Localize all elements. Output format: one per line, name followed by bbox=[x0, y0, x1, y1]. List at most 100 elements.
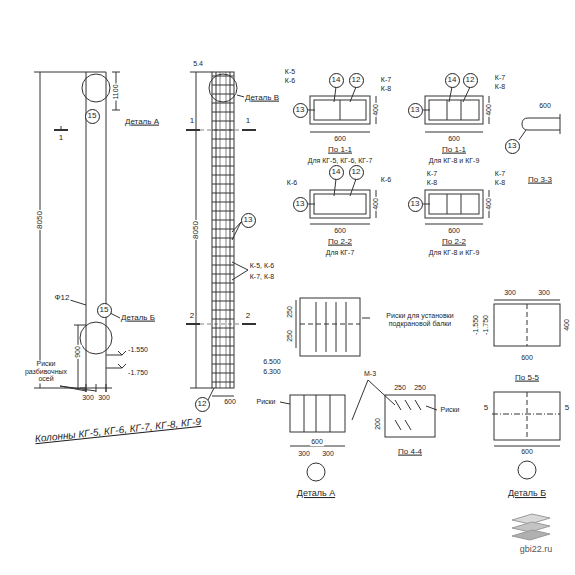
dimension-label: Деталь Б bbox=[507, 489, 547, 499]
dimension-label: 1 bbox=[189, 117, 195, 126]
callout-number: 12 bbox=[466, 76, 475, 84]
dimension-label: К-8 bbox=[494, 179, 506, 187]
dimension-label: Риски bbox=[255, 398, 276, 406]
callout-circle: 13 bbox=[241, 213, 256, 228]
dimension-label: М-3 bbox=[363, 370, 377, 378]
dimension-label: Риски разбивочных осей bbox=[17, 360, 75, 383]
dimension-label: 900 bbox=[74, 345, 82, 359]
dimension-label: К-8 bbox=[380, 85, 392, 93]
dimension-label: По 4-4 bbox=[397, 448, 423, 457]
dimension-label: 400 bbox=[372, 103, 380, 117]
dimension-label: 600 bbox=[520, 448, 534, 456]
dimension-label: Деталь В bbox=[244, 94, 280, 103]
dimension-label: К-7 bbox=[494, 170, 506, 178]
dimension-label: По 3-3 bbox=[527, 176, 553, 185]
dimension-label: 5.4 bbox=[192, 60, 204, 68]
callout-number: 12 bbox=[198, 400, 207, 408]
callout-circle: 12 bbox=[195, 397, 210, 412]
dimension-label: 5 bbox=[564, 404, 570, 413]
dimension-label: 300 bbox=[503, 289, 517, 297]
dimension-label: 6.500 bbox=[262, 358, 282, 366]
dimension-label: 400 bbox=[485, 103, 493, 117]
dimension-label: 600 bbox=[310, 438, 324, 446]
callout-number: 15 bbox=[100, 306, 109, 314]
dimension-label: По 2-2 bbox=[327, 238, 353, 247]
watermark-text: gbi22.ru bbox=[519, 545, 554, 555]
dimension-label: К-7 bbox=[380, 76, 392, 84]
callout-circle: 12 bbox=[349, 73, 364, 88]
dimension-label: По 5-5 bbox=[514, 374, 540, 383]
dimension-label: 250 bbox=[413, 384, 427, 392]
callout-number: 13 bbox=[244, 216, 253, 224]
callout-circle: 14 bbox=[445, 73, 460, 88]
dimension-label: 2 bbox=[189, 312, 195, 321]
dimension-label: К-5 bbox=[284, 68, 296, 76]
dimension-label: Риски bbox=[439, 406, 460, 414]
callout-circle: 15 bbox=[97, 303, 112, 318]
dimension-label: Деталь А bbox=[124, 118, 160, 127]
dimension-label: 600 bbox=[333, 135, 347, 143]
callout-circle: 12 bbox=[349, 165, 364, 180]
dimension-label: 600 bbox=[447, 227, 461, 235]
dimension-label: Деталь А bbox=[296, 489, 336, 499]
dimension-label: По 1-1 bbox=[327, 146, 353, 155]
callout-number: 13 bbox=[411, 106, 420, 114]
dimension-label: К-6 bbox=[380, 176, 392, 184]
callout-circle: 13 bbox=[293, 197, 308, 212]
callout-circle: 13 bbox=[408, 103, 423, 118]
dimension-label: Ф12 bbox=[54, 294, 71, 303]
dimension-label: Риски для установки подкрановой балки bbox=[371, 312, 469, 327]
dimension-label: 600 bbox=[520, 354, 534, 362]
callout-number: 15 bbox=[88, 112, 97, 120]
dimension-label: К-7, К-8 bbox=[249, 273, 276, 281]
dimension-label: 600 bbox=[333, 227, 347, 235]
callout-circle: 13 bbox=[505, 139, 520, 154]
drawing-title: Колонны КГ-5, КГ-6, КГ-7, КГ-8, КГ-9 bbox=[33, 416, 202, 445]
dimension-label: К-6 bbox=[284, 77, 296, 85]
callout-number: 13 bbox=[508, 142, 517, 150]
dimension-label: 600 bbox=[538, 102, 552, 110]
callout-number: 12 bbox=[352, 168, 361, 176]
dimension-label: Для КГ-7 bbox=[325, 249, 356, 257]
dimension-label: К-7 bbox=[494, 74, 506, 82]
dimension-label: 600 bbox=[447, 135, 461, 143]
dimension-label: Для КГ-8 и КГ-9 bbox=[428, 249, 481, 257]
dimension-label: 8050 bbox=[36, 210, 45, 230]
dimension-label: -1.550 bbox=[472, 314, 480, 336]
dimension-label: -1.750 bbox=[482, 314, 490, 336]
callout-number: 13 bbox=[296, 106, 305, 114]
dimension-label: 400 bbox=[372, 197, 380, 211]
dimension-label: К-6 bbox=[286, 179, 298, 187]
callout-circle: 12 bbox=[463, 73, 478, 88]
dimension-label: 250 bbox=[286, 305, 294, 319]
dimension-label: К-7 bbox=[426, 170, 438, 178]
dimension-label: 600 bbox=[223, 398, 237, 406]
dimension-label: 400 bbox=[563, 318, 571, 332]
dimension-label: К-8 bbox=[494, 83, 506, 91]
dimension-label: 300 bbox=[297, 450, 311, 458]
dimension-label: -1.550 bbox=[127, 346, 149, 354]
dimension-label: 250 bbox=[286, 329, 294, 343]
dimension-label: 300 bbox=[537, 289, 551, 297]
dimension-label: -1.750 bbox=[127, 369, 149, 377]
callout-circle: 15 bbox=[85, 109, 100, 124]
dimension-label: 1 bbox=[245, 117, 251, 126]
dimension-label: Для КГ-5, КГ-6, КГ-7 bbox=[307, 157, 374, 165]
dimension-label: 8050 bbox=[192, 220, 201, 240]
dimension-label: К-8 bbox=[426, 179, 438, 187]
dimension-label: 5 bbox=[483, 404, 489, 413]
dimension-label: По 1-1 bbox=[441, 146, 467, 155]
dimension-label: 1 bbox=[58, 134, 64, 143]
callout-number: 14 bbox=[332, 168, 341, 176]
dimension-label: Для КГ-8 и КГ-9 bbox=[428, 157, 481, 165]
dimension-label: 250 bbox=[393, 384, 407, 392]
dimension-label: 300 bbox=[321, 450, 335, 458]
callout-circle: 13 bbox=[293, 103, 308, 118]
dimension-label: 300 bbox=[81, 394, 95, 402]
callout-number: 13 bbox=[411, 200, 420, 208]
dimension-label: К-5, К-6 bbox=[249, 262, 276, 270]
dimension-label: 6.300 bbox=[262, 368, 282, 376]
callout-circle: 14 bbox=[329, 165, 344, 180]
callout-circle: 14 bbox=[329, 73, 344, 88]
